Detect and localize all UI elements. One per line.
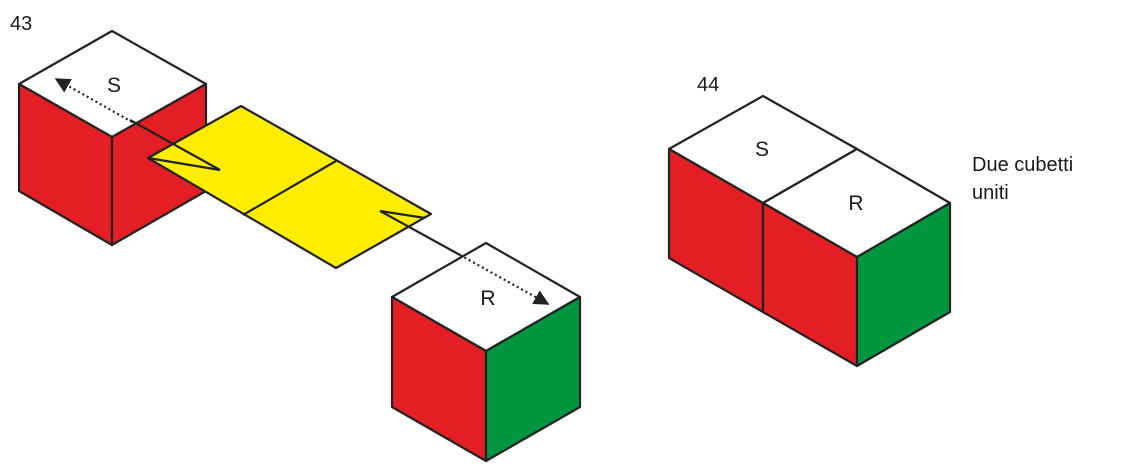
dotted-arrow-down-right-icon [459, 254, 550, 305]
joined-r-label: R [848, 192, 863, 215]
figure-number-43: 43 [10, 13, 32, 35]
joined-s-label: S [755, 138, 769, 161]
connector-tab-s [129, 119, 221, 171]
cube-r-label: R [480, 287, 495, 310]
caption: Due cubetti uniti [972, 154, 1073, 204]
cube-s-label: S [107, 74, 121, 97]
figure-44: 44 S R Due cubetti uniti [667, 74, 1073, 368]
cube-s: S [17, 29, 208, 247]
joined-right-face [855, 201, 952, 368]
cube-r-right-face [484, 295, 582, 463]
caption-line-2: uniti [972, 182, 1009, 204]
figure-43: 43 S R [10, 13, 582, 463]
connector-tab-r [379, 210, 461, 256]
connector-fold-line [242, 160, 337, 216]
cube-r: R [390, 241, 582, 463]
connector-slit-left [147, 156, 221, 172]
joined-cubes: S R [667, 94, 952, 368]
connector-slit-right [379, 209, 426, 220]
figure-number-44: 44 [697, 74, 719, 96]
caption-line-1: Due cubetti [972, 154, 1073, 176]
yellow-connector [129, 104, 461, 270]
